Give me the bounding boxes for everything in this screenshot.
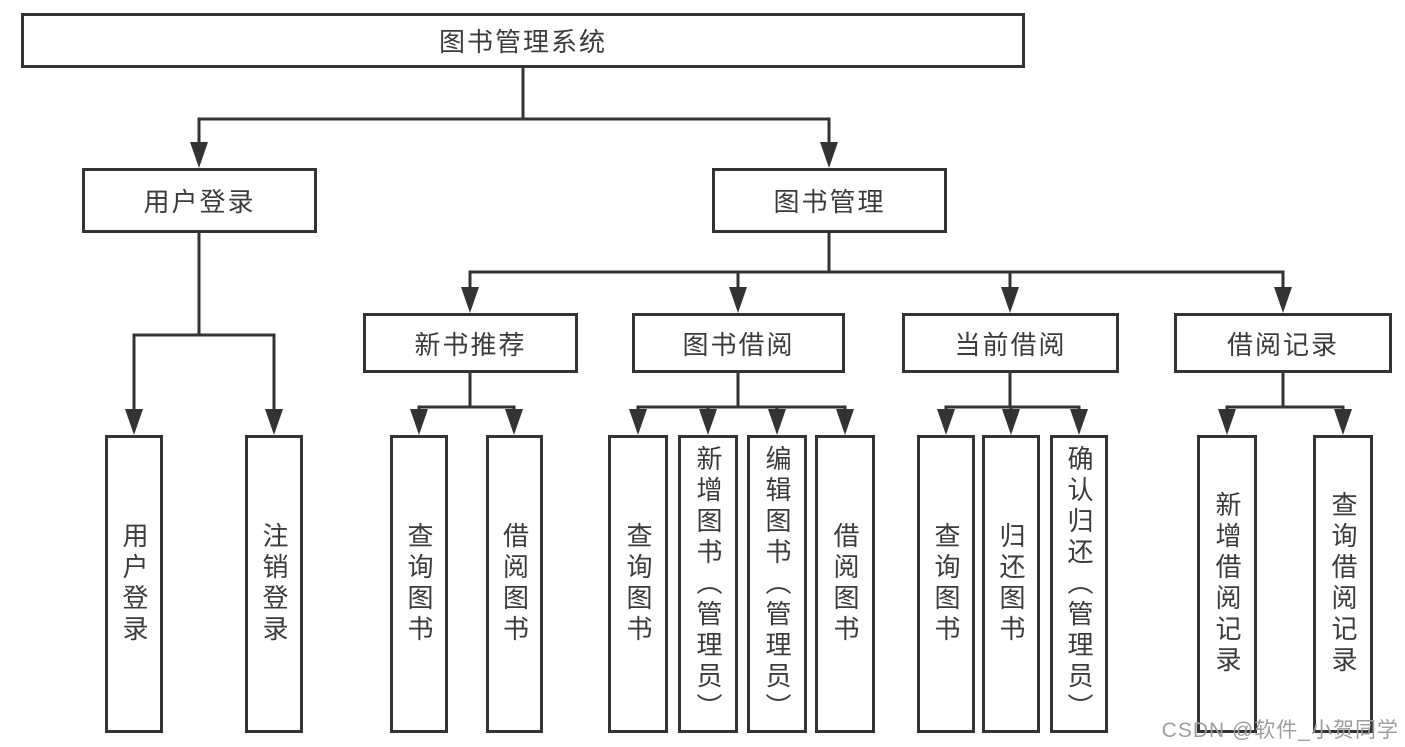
node-book-borrow: 图书借阅: [632, 313, 845, 373]
node-current-borrow: 当前借阅: [902, 313, 1119, 373]
leaf-return-books: 归还图书: [982, 435, 1040, 733]
node-new-book-recommend: 新书推荐: [363, 313, 578, 373]
leaf-query-books-recommend: 查询图书: [390, 435, 448, 733]
leaf-borrow-books-recommend: 借阅图书: [486, 435, 543, 733]
leaf-user-login: 用户登录: [105, 435, 163, 733]
leaf-query-borrow-record: 查询借阅记录: [1313, 435, 1373, 733]
leaf-query-books-borrow: 查询图书: [608, 435, 668, 733]
leaf-borrow-books: 借阅图书: [815, 435, 875, 733]
watermark: CSDN @软件_小贺同学: [1161, 719, 1399, 742]
leaf-add-books-admin: 新增图书（管理员）: [678, 435, 738, 733]
leaf-query-books-current: 查询图书: [917, 435, 975, 733]
node-book-management-branch: 图书管理: [712, 168, 947, 233]
leaf-edit-books-admin: 编辑图书（管理员）: [747, 435, 807, 733]
leaf-add-borrow-record: 新增借阅记录: [1197, 435, 1257, 733]
node-library-management-system: 图书管理系统: [21, 13, 1025, 68]
leaf-logout-login: 注销登录: [245, 435, 303, 733]
node-borrow-record: 借阅记录: [1174, 313, 1392, 373]
leaf-confirm-return-admin: 确认归还（管理员）: [1050, 435, 1108, 733]
node-user-login-branch: 用户登录: [82, 168, 317, 233]
